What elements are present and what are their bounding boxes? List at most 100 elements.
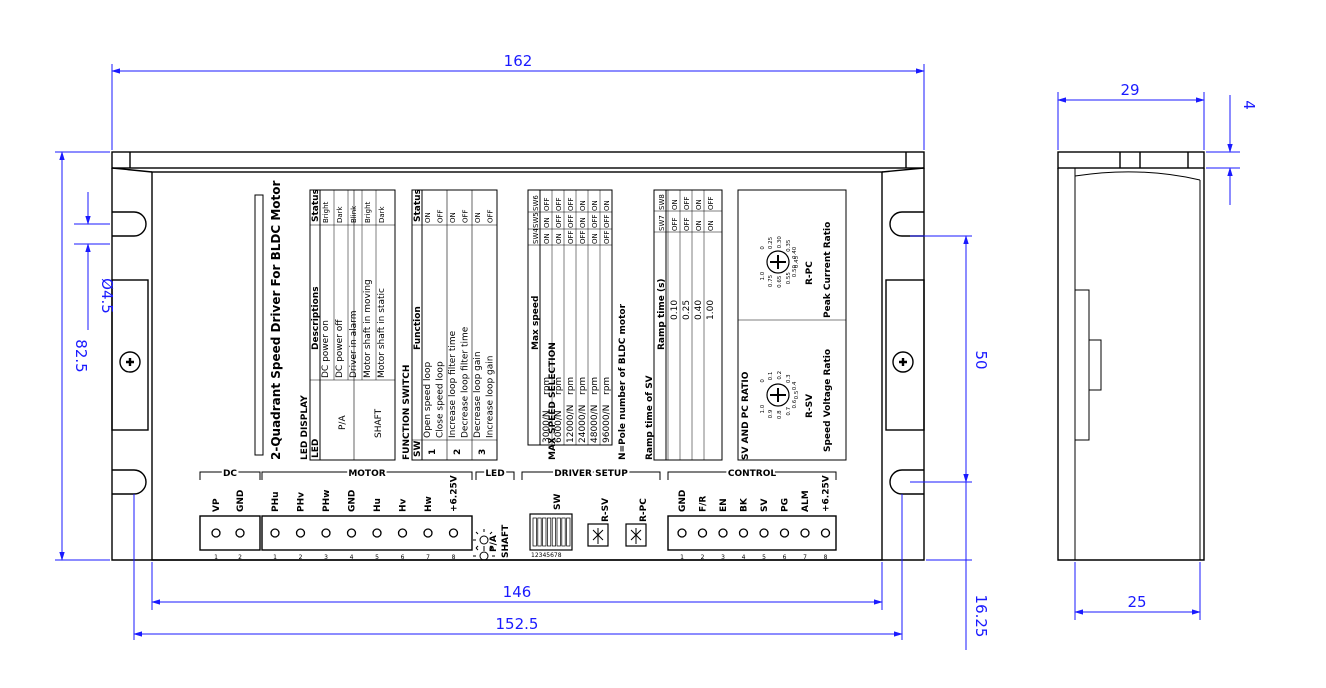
side-view: [1057, 151, 1205, 561]
rt-row-sw7: ON: [707, 220, 715, 231]
ms-row-speed: 96000/N: [602, 405, 612, 443]
rt-row-sw7: OFF: [683, 217, 691, 231]
led-row-status: Dark: [378, 205, 386, 223]
driver-setup-title: DRIVER SETUP: [554, 469, 628, 479]
knob-scale-label: 0.40: [792, 246, 798, 259]
fs-row-status: OFF: [462, 209, 470, 223]
knob-scale-label: 0.8: [777, 410, 783, 419]
ms-col-sw6: SW6: [532, 195, 540, 211]
led-row-desc: Motor shaft in static: [377, 288, 387, 378]
ms-row-unit: rpm: [542, 377, 552, 395]
ms-row-sw5: OFF: [567, 214, 575, 228]
rt-col-time: Ramp time (s): [657, 278, 667, 350]
dip-slot: [542, 517, 547, 547]
control-pin-label: SV: [760, 499, 770, 512]
dim-146: 146: [503, 583, 532, 601]
motor-pin-label: +6.25V: [450, 475, 460, 512]
rt-row-sw8: ON: [695, 199, 703, 210]
rt-row-time: 0.25: [682, 300, 692, 320]
dip-slot: [561, 517, 566, 547]
dim-29: 29: [1120, 81, 1139, 99]
fs-row-func: Decrease loop gain: [473, 351, 483, 438]
ratio-heading: SV AND PC RATIO: [741, 371, 751, 460]
motor-pin-number: 8: [452, 554, 456, 561]
motor-pin-number: 6: [401, 554, 405, 561]
control-pin-number: 1: [680, 554, 684, 561]
knob-scale-label: 0.50: [792, 264, 798, 277]
motor-pin-hole: [270, 528, 280, 538]
led-row-pa: P/A: [338, 415, 348, 430]
ms-row-sw5: ON: [579, 217, 587, 228]
dip-switch-numbers: 12345678: [531, 552, 562, 559]
knob-scale-label: 0.55: [786, 272, 792, 285]
control-pin-hole: [779, 528, 790, 538]
ms-row-unit: rpm: [566, 377, 576, 395]
fs-row-status: ON: [474, 212, 482, 223]
led-row-status: Blink: [350, 205, 358, 223]
dc-pin-label: VP: [212, 498, 222, 512]
control-pin-hole: [677, 528, 687, 538]
ms-row-sw5: OFF: [591, 214, 599, 228]
rsv-pot[interactable]: [587, 523, 609, 547]
motor-pin-number: 7: [426, 554, 430, 561]
fs-col-func: Function: [413, 306, 423, 350]
knob-scale-label: 0.65: [777, 275, 783, 288]
fs-row-func: Decrease loop filter time: [461, 326, 471, 438]
led-pa-label: P/A: [489, 535, 499, 552]
function-switch-table: FUNCTION SWITCH SW Function Status Open …: [402, 189, 498, 461]
motor-pin-label: PHv: [297, 492, 307, 512]
knob-scale-label: 0.1: [768, 372, 774, 381]
rpc-knob: [766, 250, 790, 274]
motor-pin-label: Hv: [399, 498, 409, 512]
dip-slot: [556, 517, 561, 547]
control-pin-number: 6: [783, 554, 787, 561]
fs-col-status: Status: [413, 189, 423, 222]
knob-scale-label: 0.4: [792, 381, 798, 390]
knob-scale-label: 1.0: [760, 404, 766, 413]
dim-hole: Ø4.5: [98, 278, 116, 314]
ms-row-unit: rpm: [602, 377, 612, 395]
motor-pin-hole: [423, 528, 433, 538]
motor-pin-label: Hw: [424, 496, 434, 512]
rt-col-sw8: SW8: [658, 194, 666, 210]
led-row-status: Bright: [364, 201, 372, 223]
ms-row-sw6: OFF: [543, 197, 551, 211]
control-pin-label: PG: [781, 498, 791, 512]
fs-row-func: Increase loop gain: [486, 356, 496, 438]
knob-scale-label: 0.25: [768, 236, 774, 249]
dip-slot: [551, 517, 556, 547]
dim-152-5: 152.5: [496, 615, 539, 633]
rpc-caption: Peak Current Ratio: [823, 222, 833, 318]
ms-row-sw4: ON: [591, 233, 599, 244]
dip-switch[interactable]: [529, 513, 573, 551]
motor-title: MOTOR: [348, 469, 385, 479]
dip-slot: [532, 517, 537, 547]
motor-terminal-block: [261, 515, 473, 551]
control-pin-label: EN: [719, 498, 729, 512]
control-pin-hole: [697, 528, 708, 538]
led-row-desc: DC power off: [335, 319, 345, 378]
motor-pin-label: PHu: [271, 491, 281, 512]
fs-row-sw: 2: [453, 449, 463, 455]
control-pin-hole: [820, 528, 831, 538]
ramp-time-heading: Ramp time of SV: [645, 375, 655, 460]
max-speed-note: N=Pole number of BLDC motor: [618, 303, 628, 460]
label-panel: 2-Quadrant Speed Driver For BLDC Motor L…: [254, 180, 847, 461]
ramp-time-table: Ramp time of SV Ramp time (s) SW7 SW8 0.…: [645, 189, 723, 461]
control-pin-label: GND: [678, 490, 688, 512]
led-pa-indicator: [473, 529, 495, 551]
fs-row-sw: 1: [428, 449, 438, 455]
rpc-pot[interactable]: [625, 523, 647, 547]
knob-scale-label: 0.5: [794, 390, 800, 399]
connector-area: DC MOTOR LED DRIVER SETUP CONTROL VP1GND…: [199, 467, 837, 561]
knob-scale-label: 0.3: [786, 374, 792, 383]
control-pin-number: 5: [762, 554, 766, 561]
dc-terminal-block: [199, 515, 261, 551]
knob-scale-label: 0.35: [786, 239, 792, 252]
dim-50: 50: [972, 350, 990, 369]
dip-slot: [566, 517, 571, 547]
fs-row-status: ON: [424, 212, 432, 223]
ms-row-sw4: OFF: [603, 230, 611, 244]
